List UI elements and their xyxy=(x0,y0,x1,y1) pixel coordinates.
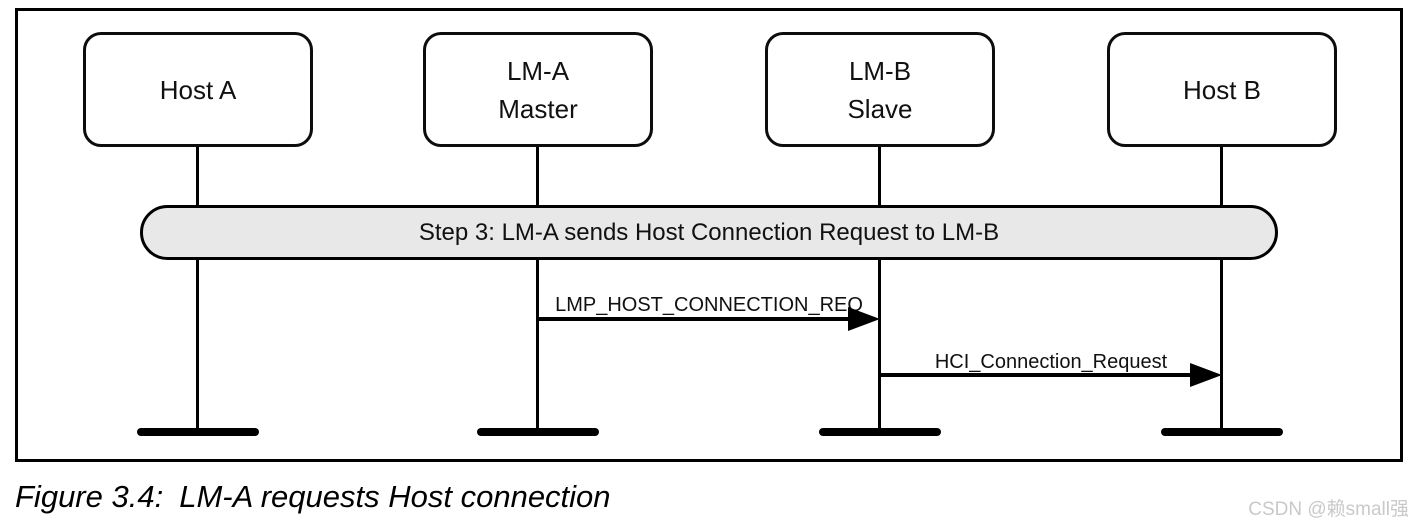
step-banner: Step 3: LM-A sends Host Connection Reque… xyxy=(140,205,1278,260)
actor-sublabel: Master xyxy=(498,93,578,124)
actor-box-lm-a: LM-A Master xyxy=(423,32,653,147)
message-label-hci-connection-request: HCI_Connection_Request xyxy=(934,351,1168,373)
figure-caption: Figure 3.4: LM-A requests Host connectio… xyxy=(15,477,611,517)
message-line xyxy=(538,317,852,321)
arrowhead-icon xyxy=(848,307,880,331)
lifeline-terminator-lm-a xyxy=(477,428,599,436)
actor-sublabel: Slave xyxy=(847,93,913,124)
figure-caption-text: LM-A requests Host connection xyxy=(179,479,611,514)
lifeline-terminator-host-b xyxy=(1161,428,1283,436)
arrowhead-icon xyxy=(1190,363,1222,387)
message-label-lmp-host-connection-req: LMP_HOST_CONNECTION_REQ xyxy=(555,294,863,316)
actor-label: Host A xyxy=(159,74,237,105)
message-line xyxy=(880,373,1194,377)
actor-label: LM-A xyxy=(506,55,570,86)
lifeline-host-a xyxy=(196,147,199,428)
actor-box-lm-b: LM-B Slave xyxy=(765,32,995,147)
actor-box-host-a: Host A xyxy=(83,32,313,147)
actor-label: Host B xyxy=(1182,74,1262,105)
lifeline-terminator-host-a xyxy=(137,428,259,436)
watermark-text: CSDN @赖small强 xyxy=(1248,499,1409,520)
step-banner-label: Step 3: LM-A sends Host Connection Reque… xyxy=(418,218,1000,246)
actor-label: LM-B xyxy=(848,55,912,86)
lifeline-terminator-lm-b xyxy=(819,428,941,436)
lifeline-lm-a xyxy=(536,147,539,428)
figure-caption-number: Figure 3.4: xyxy=(15,479,164,514)
actor-box-host-b: Host B xyxy=(1107,32,1337,147)
lifeline-lm-b xyxy=(878,147,881,428)
lifeline-host-b xyxy=(1220,147,1223,428)
